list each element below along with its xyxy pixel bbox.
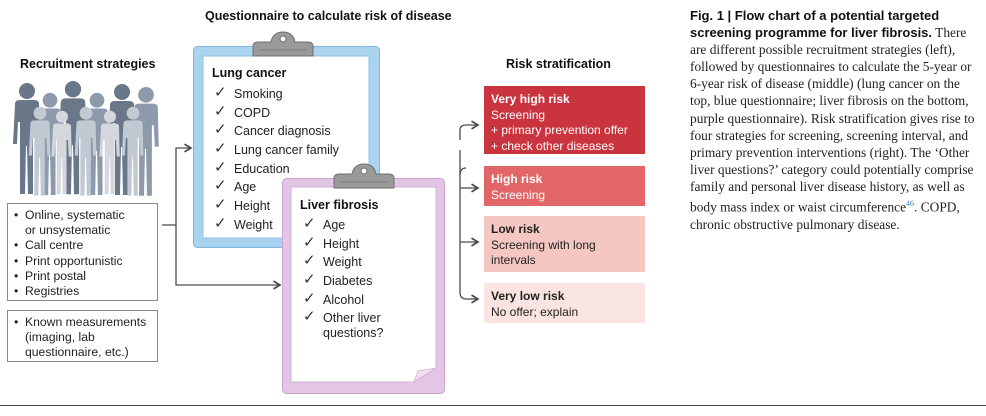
checkmark-icon: ✓: [214, 177, 227, 195]
clip-icon: [252, 31, 314, 57]
checklist-item-label: Alcohol: [323, 292, 364, 307]
recruitment-item: Call centre: [14, 238, 151, 253]
lung-checklist: ✓ Smoking ✓ COPD ✓ Cancer diagnosis ✓ Lung c…: [214, 84, 339, 236]
recruitment-item-continued: (imaging, lab: [25, 330, 95, 345]
checklist-item: ✓ Age: [214, 177, 339, 198]
checklist-item-label: Lung cancer family: [234, 143, 339, 158]
checklist-item: ✓ Weight: [214, 214, 339, 236]
risk-title: High risk: [491, 172, 543, 186]
checklist-item: ✓ Other liver questions?: [303, 308, 403, 340]
checkmark-icon: ✓: [214, 84, 227, 101]
liver-questionnaire-title: Liver fibrosis: [300, 198, 379, 212]
risk-box-high: High risk Screening: [484, 166, 645, 206]
checklist-item-label: Smoking: [234, 87, 283, 101]
liver-fibrosis-questionnaire: Liver fibrosis ✓ Age ✓ Height ✓ Weight ✓ Dia…: [282, 163, 445, 394]
checklist-item: ✓ Lung cancer family: [214, 140, 339, 161]
checklist-item-label: Diabetes: [323, 274, 373, 289]
checklist-item-label: Weight: [323, 255, 362, 270]
checkmark-icon: ✓: [214, 158, 227, 176]
checklist-item-label: Height: [323, 236, 360, 251]
liver-checklist: ✓Age ✓Height ✓Weight ✓Diabetes ✓Alcohol …: [303, 215, 421, 345]
recruitment-item-continued: questionnaire, etc.): [25, 345, 129, 360]
caption-title: Fig. 1 | Flow chart of a potential targe…: [690, 8, 940, 41]
risk-bracket: [459, 167, 467, 300]
checklist-item-label: COPD: [234, 105, 271, 120]
checkmark-icon: ✓: [214, 196, 227, 214]
checkmark-icon: ✓: [303, 215, 316, 232]
checklist-item-label: Cancer diagnosis: [234, 124, 331, 139]
clip-icon: [333, 163, 395, 189]
caption-tail: . COPD, chronic obstructive pulmonary di…: [690, 199, 960, 232]
risk-action: + primary prevention offer: [491, 123, 628, 137]
risk-box-very-low: Very low risk No offer; explain: [484, 283, 645, 323]
checkmark-icon: ✓: [214, 214, 227, 232]
risk-action: No offer; explain: [491, 304, 579, 319]
checkmark-icon: ✓: [303, 289, 316, 307]
checklist-item: ✓ Weight: [303, 252, 421, 270]
checkmark-icon: ✓: [303, 271, 316, 289]
checkmark-icon: ✓: [303, 308, 316, 326]
checklist-item: ✓ Smoking: [214, 84, 339, 105]
caption-body: There are different possible recruitment…: [690, 25, 975, 215]
arrow-to-very-high-risk: [459, 120, 480, 140]
risk-heading: Risk stratification: [506, 57, 611, 71]
checklist-item: ✓ Education: [214, 158, 339, 180]
risk-title: Low risk: [491, 222, 540, 236]
risk-action: Screening with long intervals: [491, 237, 596, 268]
risk-box-low: Low risk Screening with long intervals: [484, 216, 645, 272]
risk-box-very-high: Very high risk Screening + primary preve…: [484, 86, 645, 154]
checklist-item-label: Age: [323, 218, 346, 232]
checklist-item-label: Education: [234, 161, 290, 176]
recruitment-channels-box: Online, systematic or unsystematic Call …: [7, 203, 158, 301]
risk-action: + check other diseases: [491, 138, 615, 153]
checklist-item: ✓ Height: [303, 233, 421, 252]
risk-title: Very low risk: [491, 289, 565, 303]
checklist-item: ✓ Diabetes: [303, 271, 421, 289]
figure-caption: Fig. 1 | Flow chart of a potential targe…: [690, 7, 982, 233]
arrow-to-liver-questionnaire: [175, 225, 282, 290]
checkmark-icon: ✓: [303, 233, 316, 251]
recruitment-item: Online, systematic: [14, 208, 151, 223]
recruitment-item: Registries: [14, 284, 151, 299]
risk-title: Very high risk: [491, 92, 570, 106]
recruitment-item: Known measurements: [14, 315, 151, 330]
checklist-item: ✓ Age: [303, 215, 421, 233]
checklist-item: ✓ Cancer diagnosis: [214, 121, 339, 142]
recruitment-item: Print opportunistic: [14, 254, 151, 269]
recruitment-item-continued: or unsystematic: [25, 223, 111, 238]
recruitment-item: Print postal: [14, 269, 151, 284]
checkmark-icon: ✓: [214, 102, 227, 120]
caption-reference: 46: [906, 199, 915, 209]
checklist-item: ✓ Alcohol: [303, 289, 421, 308]
checkmark-icon: ✓: [214, 140, 227, 158]
questionnaire-heading: Questionnaire to calculate risk of disea…: [205, 9, 452, 23]
lung-questionnaire-title: Lung cancer: [212, 66, 287, 80]
checklist-item-label: Height: [234, 199, 271, 214]
risk-action: Screening: [491, 187, 546, 202]
arrow-to-lung-questionnaire: [162, 143, 193, 226]
risk-action: Screening: [491, 107, 546, 122]
checklist-item: ✓ Height: [214, 196, 339, 217]
checkmark-icon: ✓: [303, 252, 316, 270]
checklist-item: ✓ COPD: [214, 102, 339, 124]
recruitment-heading: Recruitment strategies: [20, 57, 156, 71]
checklist-item-label: Other liver questions?: [323, 311, 384, 340]
bottom-divider: [0, 405, 986, 406]
known-measurements-box: Known measurements (imaging, lab questio…: [7, 310, 158, 362]
checklist-item-label: Age: [234, 180, 257, 195]
checklist-item-label: Weight: [234, 217, 273, 232]
checkmark-icon: ✓: [214, 121, 227, 139]
